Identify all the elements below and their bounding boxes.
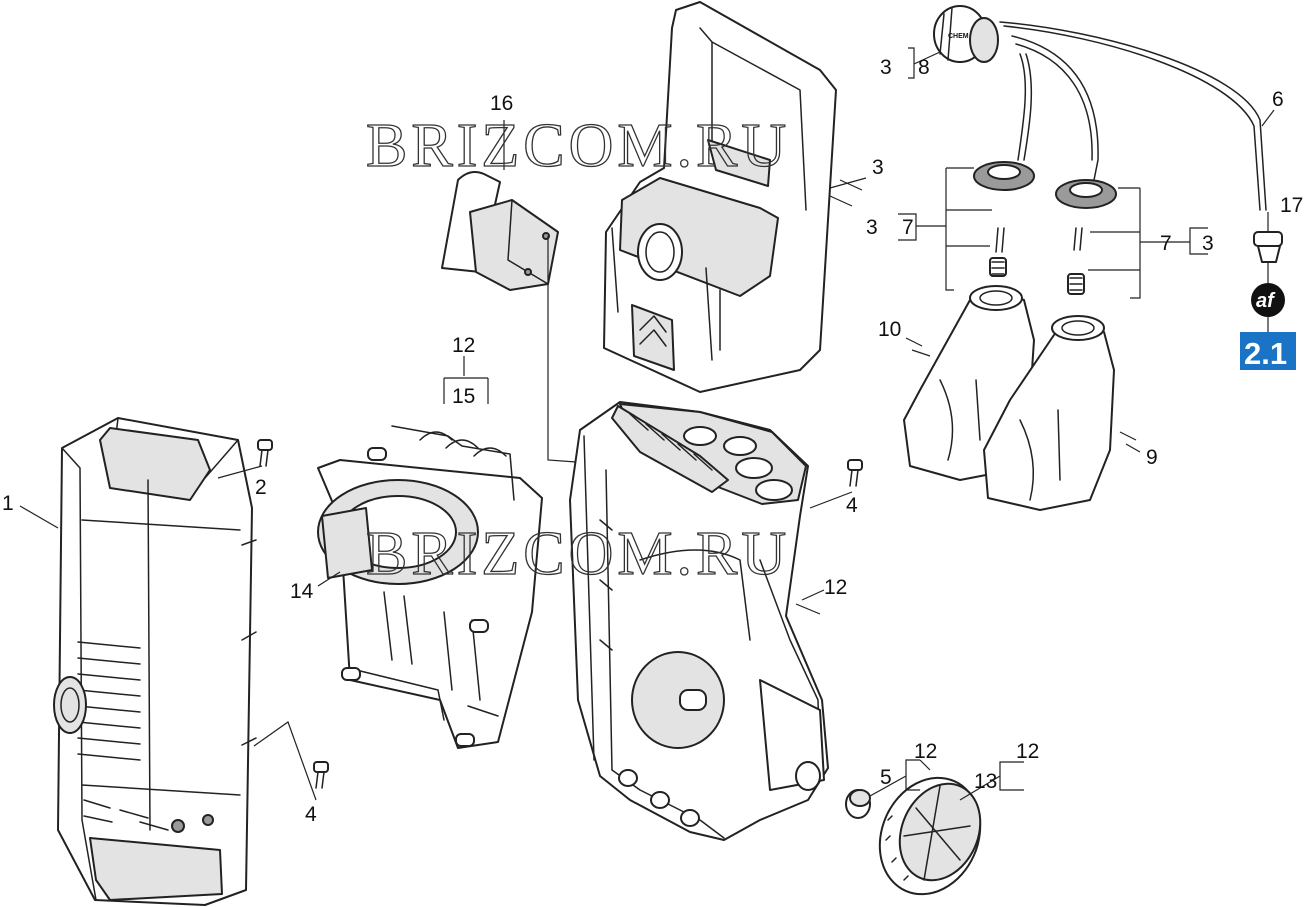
callout-12c: 12 — [914, 740, 937, 763]
callout-9: 9 — [1146, 446, 1158, 469]
callout-3c: 3 — [866, 216, 878, 239]
plug-5-part — [845, 789, 871, 819]
callout-17: 17 — [1280, 194, 1303, 217]
handle-part — [603, 1, 837, 393]
fitting-17-part — [1253, 231, 1283, 263]
callout-7b: 7 — [1160, 232, 1172, 255]
section-badge-box — [1240, 332, 1296, 370]
callout-12d: 12 — [1016, 740, 1039, 763]
watermark-middle: BRIZCOM.RU — [366, 520, 790, 588]
callout-4b: 4 — [305, 803, 317, 826]
chem-cap-8-part: CHEM — [933, 5, 999, 63]
seal-7b-part — [1055, 179, 1117, 295]
callout-14: 14 — [290, 580, 314, 603]
front-cover-part — [53, 417, 257, 906]
tank-9-part — [983, 315, 1115, 511]
callout-2: 2 — [255, 476, 267, 499]
callout-labels: 1 2 3 8 16 3 6 3 7 7 3 17 12 15 10 9 4 1… — [2, 56, 1303, 826]
callout-8: 8 — [918, 56, 930, 79]
af-label: af — [1256, 290, 1276, 312]
af-marker: af — [1251, 283, 1285, 317]
cap-label: CHEM — [948, 33, 969, 40]
callout-7a: 7 — [902, 216, 914, 239]
callout-3d: 3 — [1202, 232, 1214, 255]
callout-6: 6 — [1272, 88, 1284, 111]
callout-15: 15 — [452, 385, 475, 408]
callout-5: 5 — [880, 766, 892, 789]
leader-lines — [19, 47, 1275, 801]
screw-2-part — [257, 439, 273, 467]
screw-4b-part — [313, 761, 329, 789]
callout-1: 1 — [2, 492, 14, 515]
callout-12a: 12 — [452, 334, 475, 357]
callout-13: 13 — [974, 770, 997, 793]
callout-3a: 3 — [880, 56, 892, 79]
section-badge: 2.1 — [1240, 332, 1296, 371]
down-arrows-icon — [639, 315, 667, 347]
seal-7a-part — [973, 161, 1035, 277]
holder-16-part — [441, 171, 559, 291]
callout-3b: 3 — [872, 156, 884, 179]
callout-12b: 12 — [824, 576, 847, 599]
main-housing-part — [569, 401, 829, 841]
watermark-top: BRIZCOM.RU — [366, 112, 790, 180]
wheel-13-part — [878, 776, 982, 896]
section-badge-label: 2.1 — [1244, 336, 1287, 371]
screw-4a-part — [847, 459, 863, 487]
callout-16: 16 — [490, 92, 513, 115]
callout-4a: 4 — [846, 494, 858, 517]
tubes-part — [999, 21, 1267, 211]
bracket-15-part — [317, 425, 543, 749]
callout-10: 10 — [878, 318, 901, 341]
